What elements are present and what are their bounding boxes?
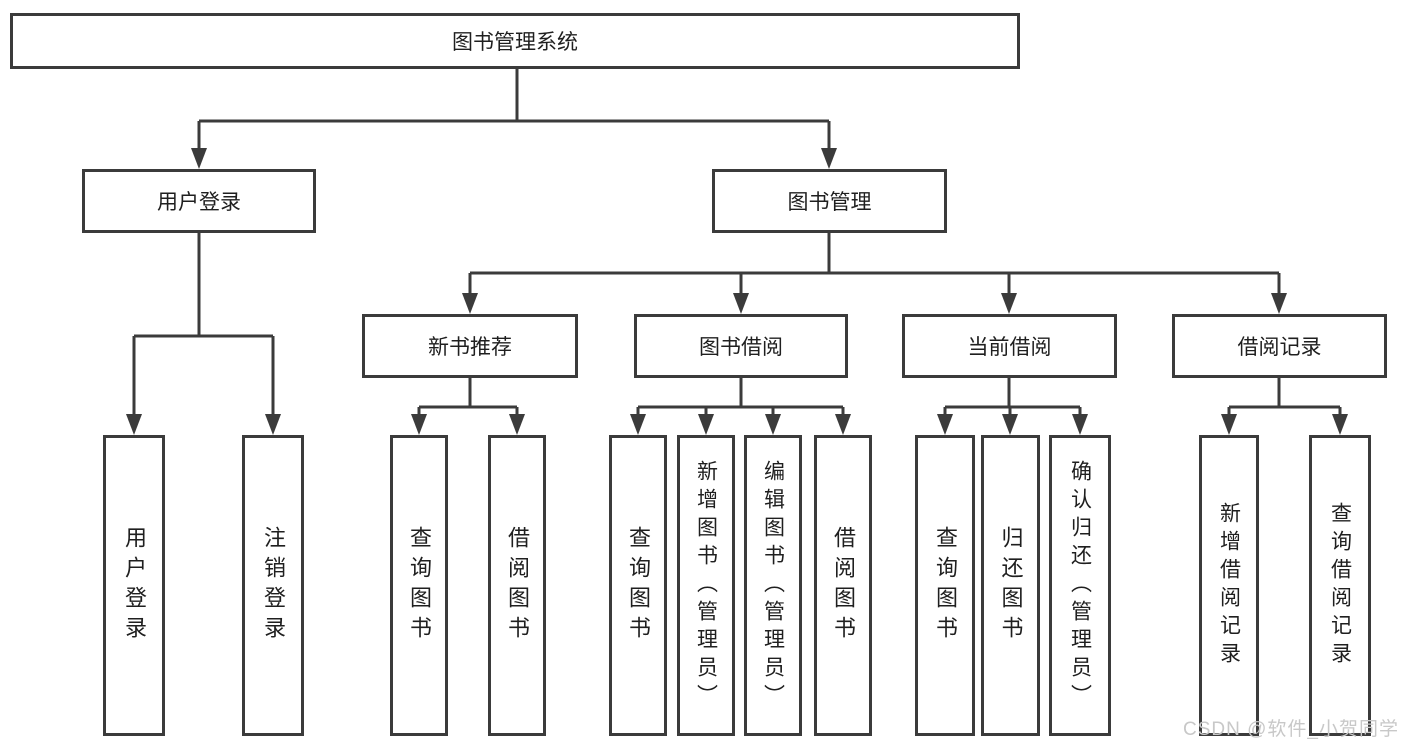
- arrowhead: [1072, 414, 1088, 435]
- leaf-newbook-query-books: 查询图书: [390, 435, 448, 736]
- node-root-library-management-system: 图书管理系统: [10, 13, 1020, 69]
- leaf-current-return-books: 归还图书: [981, 435, 1040, 736]
- node-book-management: 图书管理: [712, 169, 947, 233]
- connector-current-borrow-to-leaves: [937, 378, 1088, 435]
- node-label: 当前借阅: [967, 336, 1052, 359]
- arrowhead: [1221, 414, 1237, 435]
- node-label: 新增图书（管理员）: [694, 459, 718, 712]
- node-label: 编辑图书（管理员）: [761, 459, 785, 712]
- leaf-borrow-add-books-admin: 新增图书（管理员）: [677, 435, 735, 736]
- connector-user-login-to-leaves: [126, 233, 281, 435]
- node-label: 查询图书: [626, 525, 651, 646]
- arrowhead: [1001, 293, 1017, 314]
- node-label: 借阅图书: [831, 525, 856, 646]
- leaf-record-query-borrow-record: 查询借阅记录: [1309, 435, 1371, 736]
- connector-new-book-recommend-to-leaves: [411, 378, 525, 435]
- node-label: 查询图书: [407, 525, 432, 646]
- node-label: 图书管理系统: [452, 31, 578, 54]
- leaf-borrow-borrow-books: 借阅图书: [814, 435, 872, 736]
- node-label: 用户登录: [157, 191, 241, 214]
- leaf-logout-action: 注销登录: [242, 435, 304, 736]
- node-borrow-record: 借阅记录: [1172, 314, 1387, 378]
- leaf-borrow-edit-books-admin: 编辑图书（管理员）: [744, 435, 802, 736]
- leaf-user-login-action: 用户登录: [103, 435, 165, 736]
- node-label: 借阅记录: [1237, 336, 1322, 359]
- arrowhead: [630, 414, 646, 435]
- arrowhead: [937, 414, 953, 435]
- arrowhead: [821, 148, 837, 169]
- node-label: 用户登录: [122, 525, 147, 646]
- node-current-borrow: 当前借阅: [902, 314, 1117, 378]
- arrowhead: [1002, 414, 1018, 435]
- node-label: 借阅图书: [505, 525, 530, 646]
- leaf-current-confirm-return-admin: 确认归还（管理员）: [1049, 435, 1111, 736]
- arrowhead: [698, 414, 714, 435]
- arrowhead: [265, 414, 281, 435]
- connector-borrow-record-to-leaves: [1221, 378, 1348, 435]
- connector-root-to-level2: [191, 69, 837, 169]
- leaf-current-query-books: 查询图书: [915, 435, 975, 736]
- node-label: 查询借阅记录: [1328, 501, 1352, 670]
- arrowhead: [411, 414, 427, 435]
- node-book-borrow: 图书借阅: [634, 314, 848, 378]
- node-user-login: 用户登录: [82, 169, 316, 233]
- arrowhead: [1271, 293, 1287, 314]
- connector-book-borrow-to-leaves: [630, 378, 851, 435]
- leaf-record-add-borrow-record: 新增借阅记录: [1199, 435, 1259, 736]
- node-new-book-recommend: 新书推荐: [362, 314, 578, 378]
- node-label: 归还图书: [998, 525, 1024, 646]
- arrowhead: [509, 414, 525, 435]
- leaf-borrow-query-books: 查询图书: [609, 435, 667, 736]
- node-label: 注销登录: [261, 525, 286, 646]
- arrowhead: [1332, 414, 1348, 435]
- arrowhead: [462, 293, 478, 314]
- arrowhead: [765, 414, 781, 435]
- node-label: 新增借阅记录: [1217, 501, 1241, 670]
- arrowhead: [126, 414, 142, 435]
- arrowhead: [191, 148, 207, 169]
- connector-book-management-to-level3: [462, 233, 1287, 314]
- csdn-watermark: CSDN @软件_小贺同学: [1183, 719, 1399, 740]
- node-label: 查询图书: [933, 525, 958, 646]
- node-label: 确认归还（管理员）: [1068, 459, 1092, 712]
- arrowhead: [835, 414, 851, 435]
- arrowhead: [733, 293, 749, 314]
- leaf-newbook-borrow-books: 借阅图书: [488, 435, 546, 736]
- node-label: 新书推荐: [428, 336, 512, 359]
- node-label: 图书管理: [787, 191, 872, 214]
- node-label: 图书借阅: [699, 336, 783, 359]
